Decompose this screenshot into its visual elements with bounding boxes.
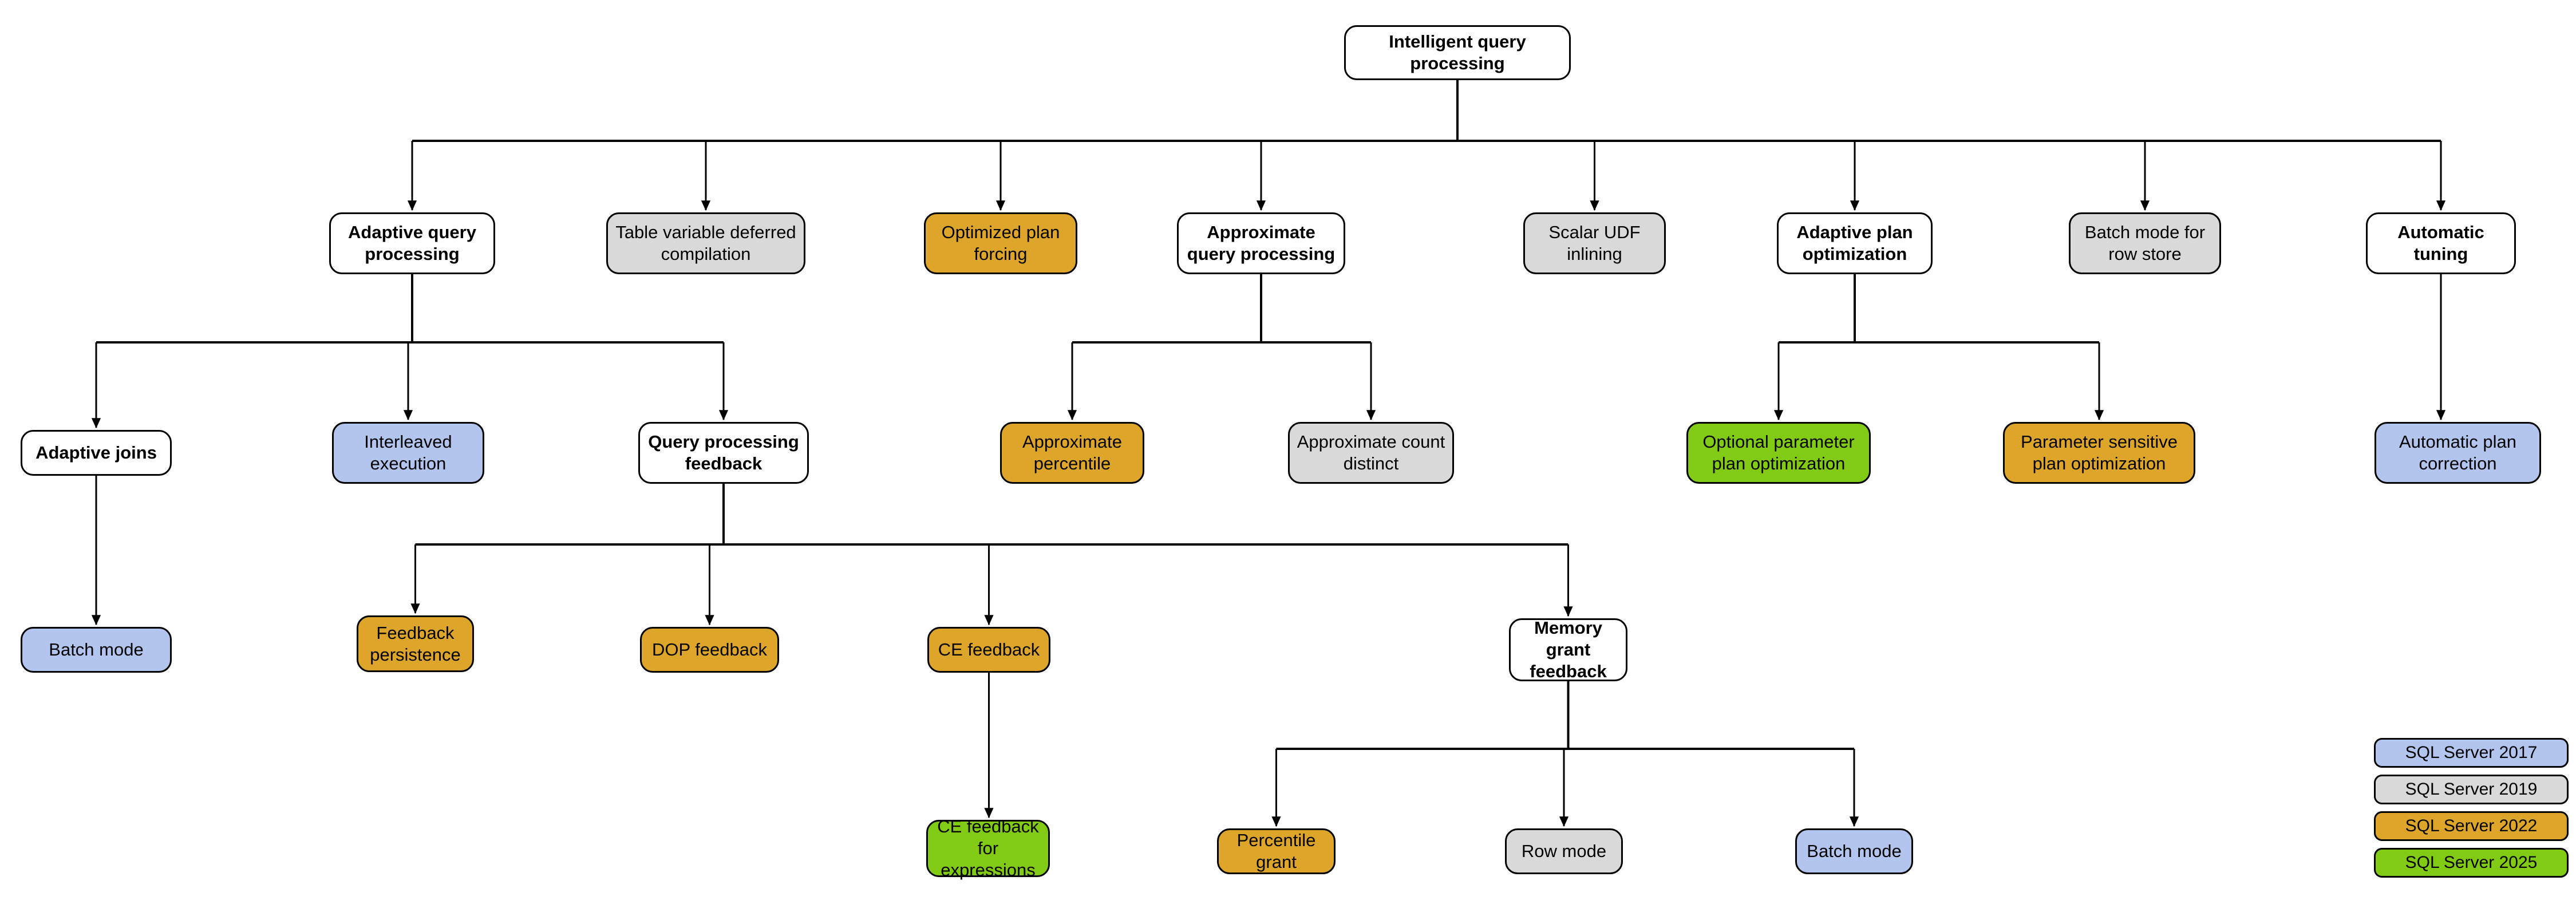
node-optional-param[interactable]: Optional parameter plan optimization [1686, 422, 1871, 484]
node-adaptive-plan-opt[interactable]: Adaptive plan optimization [1777, 212, 1933, 274]
legend-item-label: SQL Server 2017 [2405, 743, 2538, 762]
node-label: Approximate percentile [1022, 432, 1123, 473]
legend-item-sql2017: SQL Server 2017 [2374, 738, 2569, 768]
node-ce-feedback[interactable]: CE feedback [927, 627, 1050, 673]
legend-item-sql2022: SQL Server 2022 [2374, 811, 2569, 841]
node-scalar-udf[interactable]: Scalar UDF inlining [1523, 212, 1666, 274]
node-label: Intelligent query processing [1389, 31, 1526, 73]
node-label: Row mode [1521, 841, 1607, 862]
node-label: Automatic tuning [2397, 222, 2484, 264]
node-label: Interleaved execution [364, 432, 452, 473]
node-interleaved[interactable]: Interleaved execution [332, 422, 484, 484]
node-qp-feedback[interactable]: Query processing feedback [638, 422, 809, 484]
node-row-mode[interactable]: Row mode [1505, 828, 1623, 874]
legend-item-sql2025: SQL Server 2025 [2374, 848, 2569, 878]
node-percentile-grant[interactable]: Percentile grant [1217, 828, 1336, 874]
node-label: Feedback persistence [370, 622, 461, 665]
node-label: Batch mode for row store [2084, 222, 2206, 264]
legend-item-label: SQL Server 2025 [2405, 853, 2538, 872]
node-dop-feedback[interactable]: DOP feedback [640, 627, 779, 673]
node-param-sensitive[interactable]: Parameter sensitive plan optimization [2003, 422, 2195, 484]
node-label: Adaptive plan optimization [1796, 222, 1913, 264]
node-label: Percentile grant [1236, 830, 1316, 872]
legend-item-sql2019: SQL Server 2019 [2374, 775, 2569, 804]
node-label: Scalar UDF inlining [1548, 222, 1641, 264]
node-label: CE feedback [938, 639, 1040, 660]
node-approx-percentile[interactable]: Approximate percentile [1000, 422, 1144, 484]
node-batch-mode-mg[interactable]: Batch mode [1795, 828, 1913, 874]
node-label: Approximate query processing [1187, 222, 1336, 264]
legend-item-label: SQL Server 2022 [2405, 816, 2538, 835]
node-label: Memory grant feedback [1530, 618, 1607, 681]
node-label: CE feedback for expressions [937, 816, 1039, 880]
node-approx-qp[interactable]: Approximate query processing [1177, 212, 1345, 274]
node-label: Parameter sensitive plan optimization [2021, 432, 2178, 473]
node-memory-grant[interactable]: Memory grant feedback [1509, 618, 1627, 681]
node-batch-mode-aj[interactable]: Batch mode [21, 627, 172, 673]
node-label: DOP feedback [651, 639, 768, 660]
node-approx-count[interactable]: Approximate count distinct [1288, 422, 1454, 484]
node-ce-feedback-expr[interactable]: CE feedback for expressions [926, 816, 1050, 880]
node-label: Adaptive joins [35, 443, 157, 463]
edge-group [91, 80, 2446, 827]
node-adaptive-joins[interactable]: Adaptive joins [21, 430, 172, 476]
node-opt-plan-forcing[interactable]: Optimized plan forcing [924, 212, 1077, 274]
node-auto-tuning[interactable]: Automatic tuning [2366, 212, 2516, 274]
node-label: Table variable deferred compilation [615, 222, 796, 264]
node-auto-plan-corr[interactable]: Automatic plan correction [2374, 422, 2541, 484]
node-label: Adaptive query processing [348, 222, 476, 264]
node-label: Batch mode [1807, 841, 1902, 862]
node-feedback-persist[interactable]: Feedback persistence [357, 615, 474, 672]
node-label: Query processing feedback [648, 432, 799, 473]
node-table-var[interactable]: Table variable deferred compilation [606, 212, 805, 274]
node-adaptive-qp[interactable]: Adaptive query processing [329, 212, 495, 274]
node-label: Automatic plan correction [2399, 432, 2517, 473]
node-label: Optional parameter plan optimization [1702, 432, 1855, 473]
node-label: Optimized plan forcing [941, 222, 1060, 264]
legend-item-label: SQL Server 2019 [2405, 780, 2538, 799]
node-root[interactable]: Intelligent query processing [1344, 25, 1571, 80]
node-label: Batch mode [49, 639, 144, 660]
node-batch-row-store[interactable]: Batch mode for row store [2069, 212, 2221, 274]
node-label: Approximate count distinct [1297, 432, 1445, 473]
